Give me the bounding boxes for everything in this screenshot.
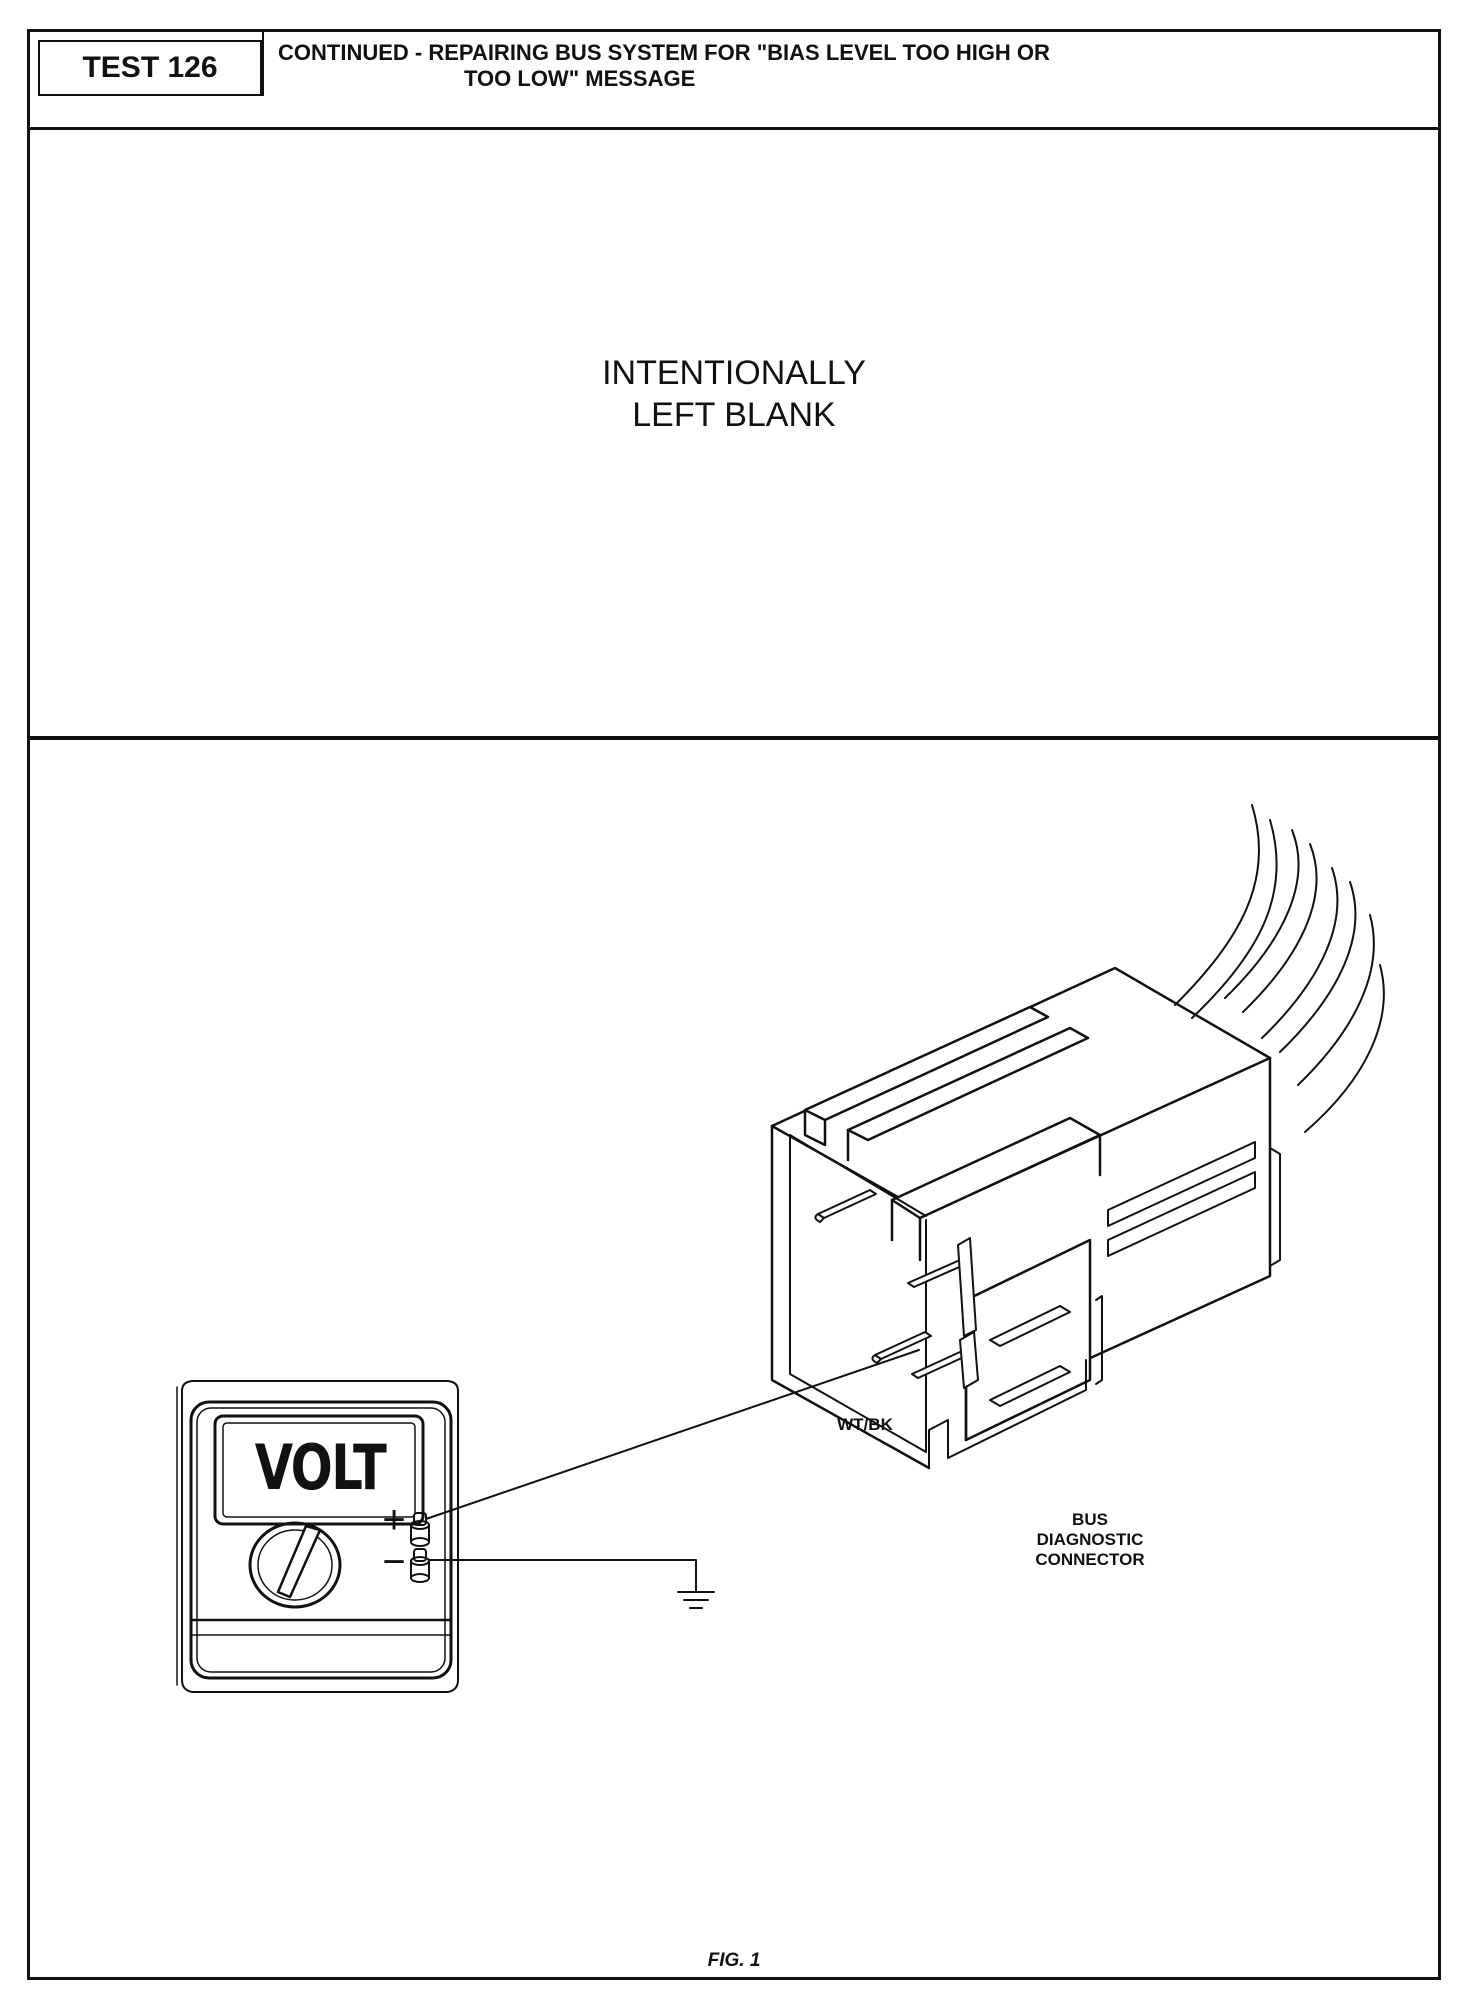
minus-symbol: −	[382, 1540, 406, 1584]
connector-label: BUS DIAGNOSTIC CONNECTOR	[990, 1510, 1190, 1570]
blank-panel: INTENTIONALLY LEFT BLANK	[30, 130, 1438, 740]
wire-harness	[1174, 804, 1385, 1133]
figure-caption: FIG. 1	[707, 1950, 761, 1971]
meter-display-text: VOLT	[254, 1431, 387, 1504]
blank-notice-line-1: INTENTIONALLY	[602, 354, 866, 392]
connector-label-line-3: CONNECTOR	[1035, 1550, 1145, 1569]
test-number-box: TEST 126	[38, 40, 262, 96]
connector-label-line-1: BUS	[1072, 1510, 1108, 1529]
wiring-diagram	[176, 804, 1385, 1693]
blank-notice: INTENTIONALLY LEFT BLANK	[30, 352, 1438, 436]
bus-diagnostic-connector-illustration	[770, 804, 1385, 1470]
blank-notice-line-2: LEFT BLANK	[632, 396, 836, 434]
header-divider	[262, 32, 264, 96]
ground-icon	[677, 1591, 715, 1609]
negative-terminal	[410, 1548, 430, 1583]
title-line-1: CONTINUED - REPAIRING BUS SYSTEM FOR "BI…	[278, 40, 1050, 65]
positive-test-lead	[425, 1349, 920, 1520]
voltmeter-illustration	[176, 1380, 459, 1693]
page-title: CONTINUED - REPAIRING BUS SYSTEM FOR "BI…	[278, 40, 1378, 92]
plus-symbol: +	[382, 1498, 406, 1542]
negative-test-lead	[428, 1559, 697, 1593]
title-line-2: TOO LOW" MESSAGE	[464, 66, 696, 91]
figure-panel: VOLT + − WT/BK BUS DIAGNOSTIC CONNECTOR …	[30, 740, 1438, 1977]
connector-label-line-2: DIAGNOSTIC	[1036, 1530, 1144, 1549]
wire-color-label: WT/BK	[837, 1415, 893, 1434]
page-header: TEST 126 CONTINUED - REPAIRING BUS SYSTE…	[30, 32, 1438, 130]
page-frame: TEST 126 CONTINUED - REPAIRING BUS SYSTE…	[27, 29, 1441, 1980]
